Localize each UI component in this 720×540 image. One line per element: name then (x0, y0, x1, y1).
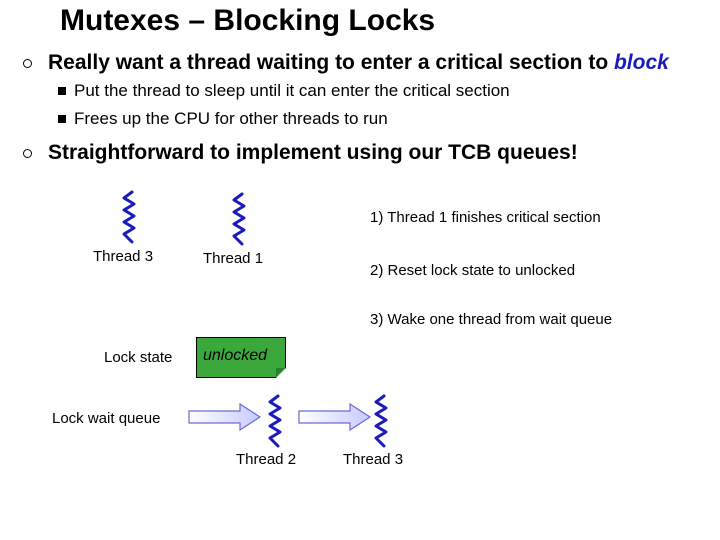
bullet-2: Straightforward to implement using our T… (48, 141, 578, 164)
thread-squiggle-icon (374, 394, 388, 448)
slide-title: Mutexes – Blocking Locks (60, 4, 436, 37)
right-arrow-icon (188, 402, 262, 432)
thread-label: Thread 2 (236, 451, 297, 468)
sub-bullet-2: Frees up the CPU for other threads to ru… (74, 109, 388, 128)
thread-squiggle-icon (232, 192, 246, 246)
bullet-1: Really want a thread waiting to enter a … (48, 51, 669, 75)
right-arrow-icon (298, 402, 372, 432)
lock-state-box: unlocked (196, 337, 286, 378)
step-2-text: 2) Reset lock state to unlocked (370, 262, 576, 279)
sub-bullet-1: Put the thread to sleep until it can ent… (74, 81, 510, 100)
circle-bullet-icon (23, 59, 32, 68)
thread-squiggle-icon (268, 394, 282, 448)
lock-state-label: Lock state (104, 349, 173, 366)
lock-state-value: unlocked (203, 347, 268, 364)
folded-corner-shade (276, 368, 285, 377)
thread-label: Thread 3 (93, 248, 154, 265)
wait-queue-label: Lock wait queue (52, 410, 161, 427)
square-bullet-icon (58, 115, 66, 123)
circle-bullet-icon (23, 149, 32, 158)
bullet-1-emphasis: block (613, 51, 669, 74)
thread-label: Thread 1 (203, 250, 264, 267)
step-1-text: 1) Thread 1 finishes critical section (370, 209, 601, 226)
thread-squiggle-icon (122, 190, 136, 244)
bullet-1-text: Really want a thread waiting to enter a … (48, 51, 614, 74)
square-bullet-icon (58, 87, 66, 95)
step-3-text: 3) Wake one thread from wait queue (370, 311, 613, 328)
thread-label: Thread 3 (343, 451, 404, 468)
